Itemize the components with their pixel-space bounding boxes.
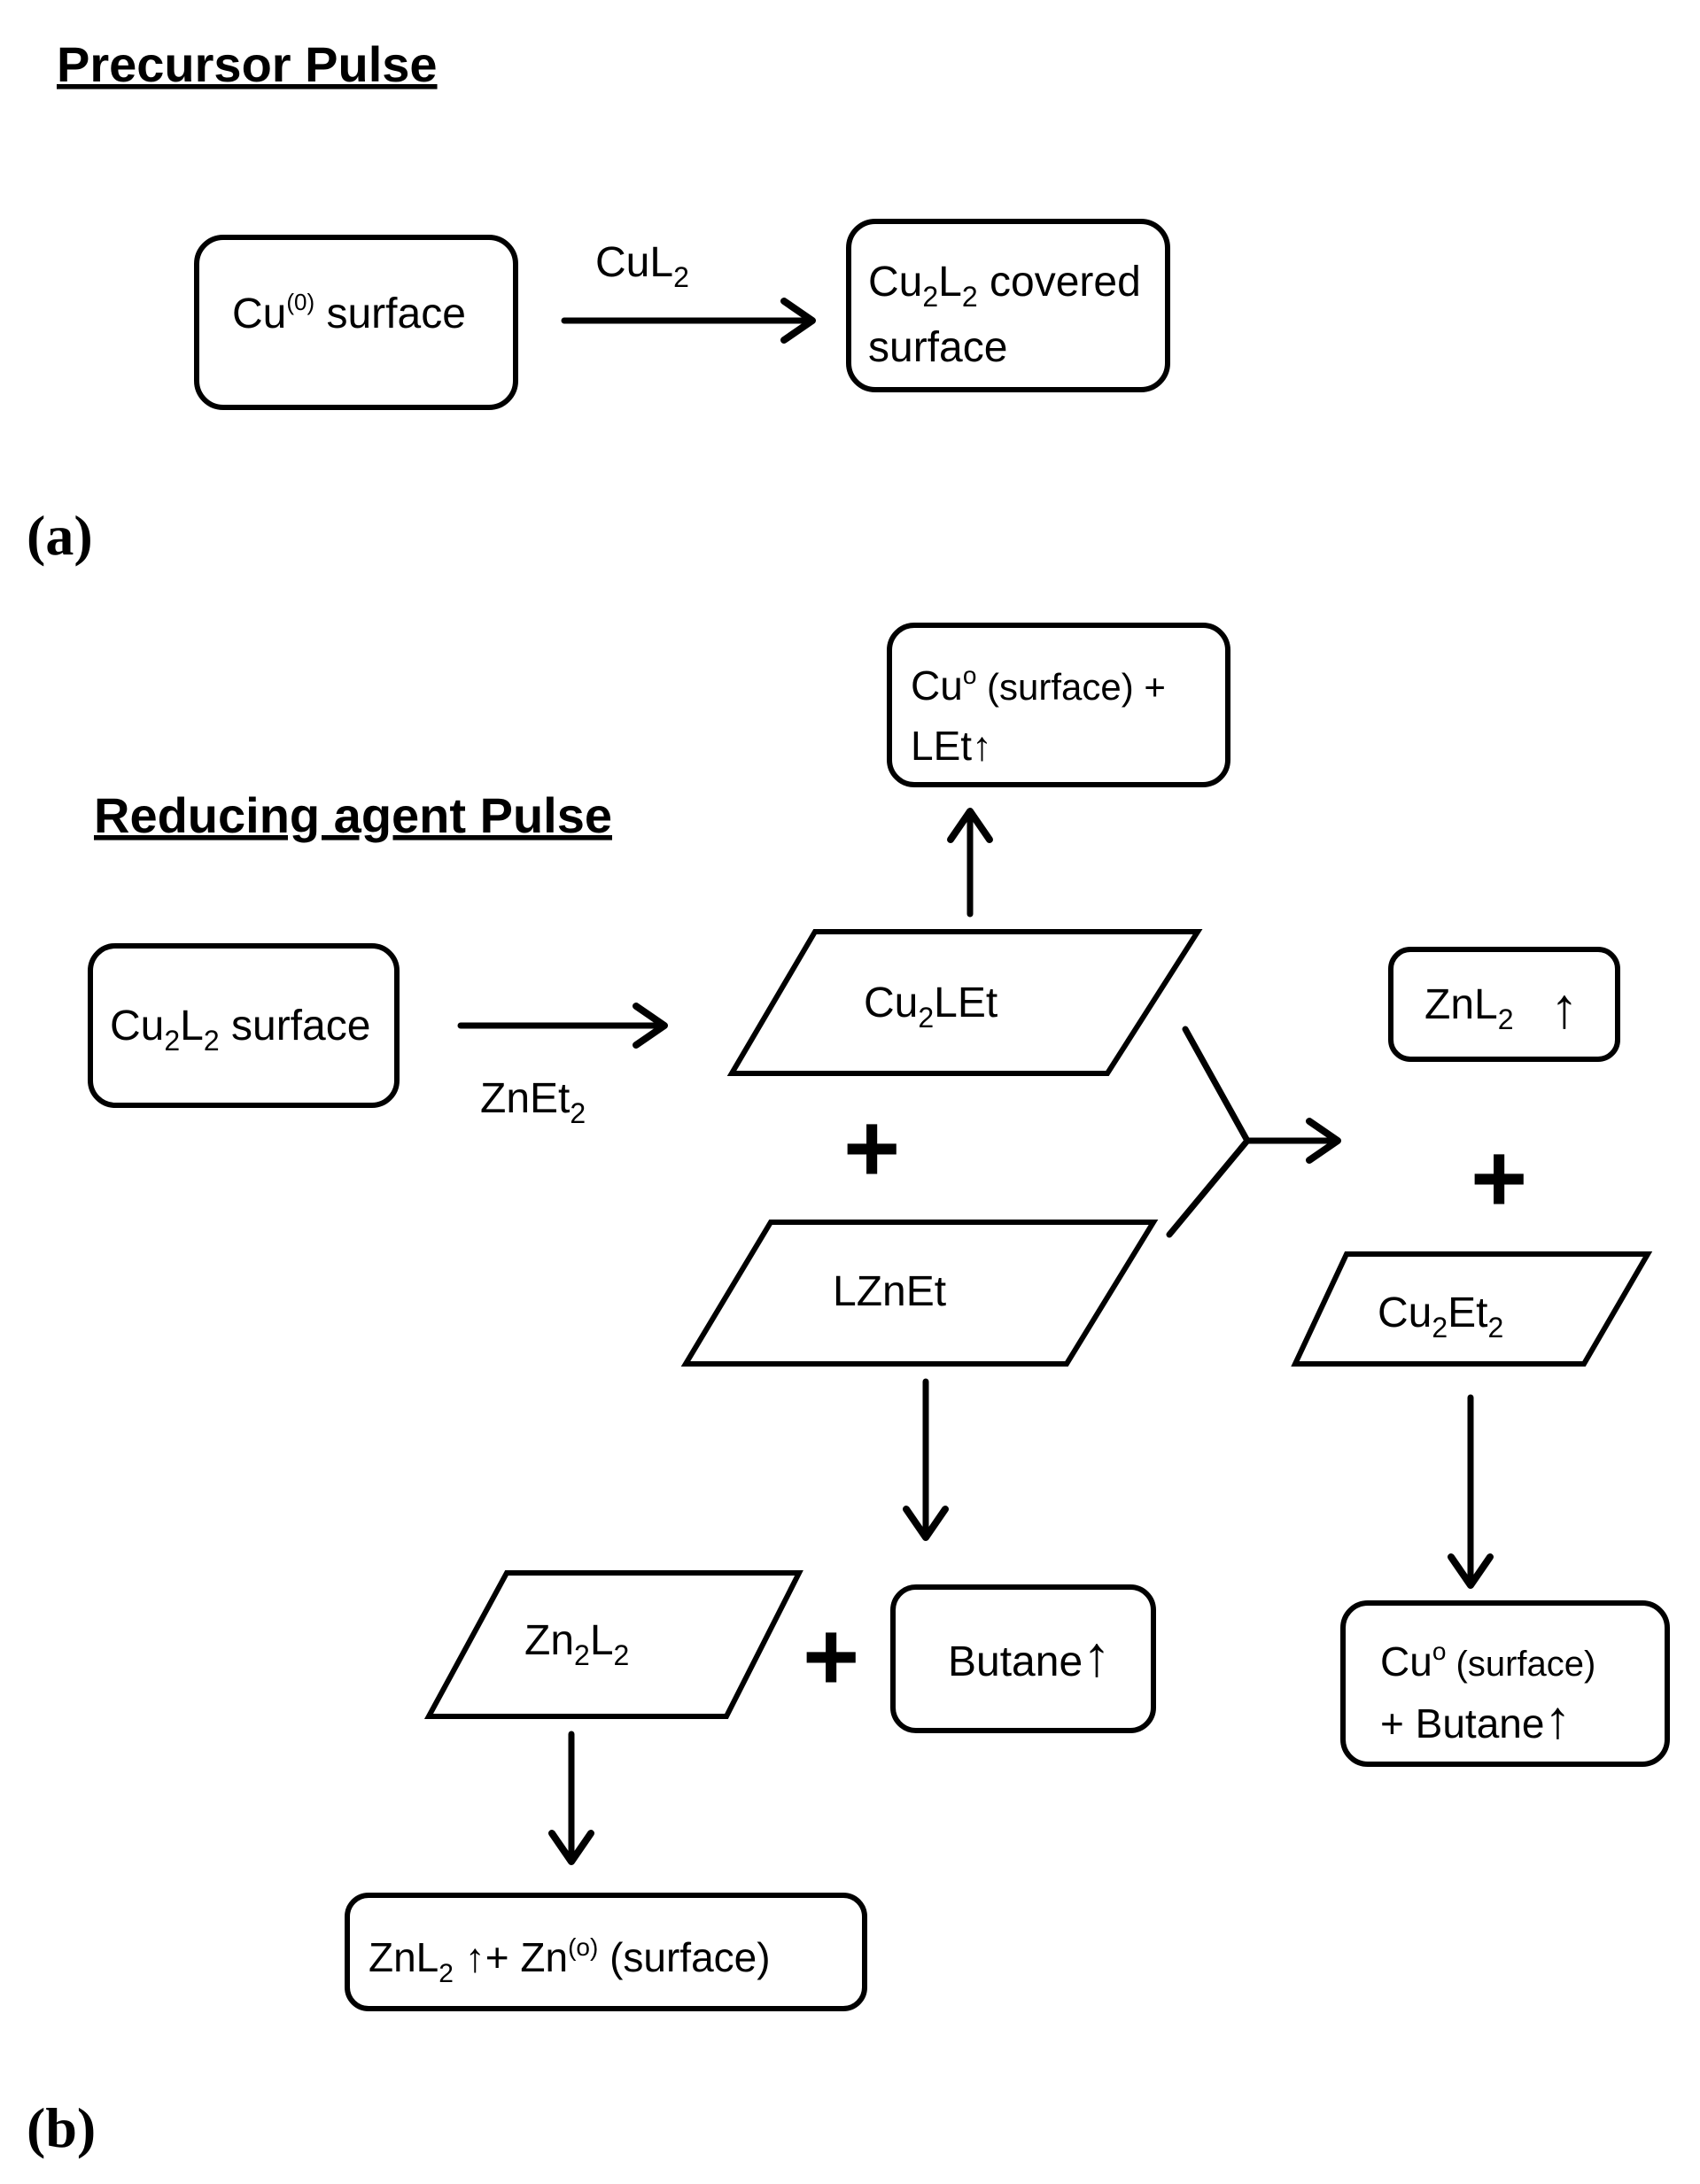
cu0-butane-label: Cuo (surface) xyxy=(1380,1638,1595,1684)
lznet-node: LZnEt xyxy=(680,1220,1159,1367)
up-arrow-icon: ↑ xyxy=(1544,1690,1571,1749)
cu2let-to-cu0-arrow xyxy=(947,808,993,918)
plus-sign-2: + xyxy=(1471,1124,1527,1233)
cu0-butane-label-line2: + Butane↑ xyxy=(1380,1690,1571,1749)
cul2-arrow-label: CuL2 xyxy=(595,239,689,293)
cu2l2-covered-label-line2: surface xyxy=(868,324,1007,371)
up-arrow-icon: ↑ xyxy=(972,723,992,769)
cu0-let-node: Cuo (surface) + LEt↑ xyxy=(887,623,1230,787)
cu2let-node: Cu2LEt xyxy=(726,929,1203,1076)
butane-label: Butane↑ xyxy=(948,1624,1111,1688)
up-arrow-icon: ↑ xyxy=(465,1934,485,1980)
cu0-surface-node: Cu(0) surface xyxy=(194,235,518,410)
cu2et2-label: Cu2Et2 xyxy=(1378,1289,1503,1344)
plus-sign-1: + xyxy=(843,1094,900,1203)
cu2et2-to-cu0-butane-arrow xyxy=(1448,1394,1494,1589)
up-arrow-icon: ↑ xyxy=(1083,1624,1111,1688)
combine-arrow xyxy=(1166,1026,1341,1238)
precursor-arrow xyxy=(561,298,816,344)
znet2-arrow-label: ZnEt2 xyxy=(480,1075,586,1129)
cu0-let-label: Cuo (surface) + xyxy=(911,662,1166,709)
panel-a-label: (a) xyxy=(27,504,93,567)
lznet-label: LZnEt xyxy=(833,1268,946,1315)
zn2l2-node: Zn2L2 xyxy=(423,1570,803,1719)
precursor-pulse-heading: Precursor Pulse xyxy=(57,36,438,92)
znet2-arrow xyxy=(457,1003,668,1049)
znl2-up-node: ZnL2 ↑ xyxy=(1388,947,1620,1062)
zn2l2-to-products-arrow xyxy=(548,1731,594,1865)
cu2l2-covered-label: Cu2L2 covered xyxy=(868,259,1141,313)
up-arrow-icon: ↑ xyxy=(1550,976,1579,1040)
panel-b-label: (b) xyxy=(27,2096,96,2159)
cu2et2-node: Cu2Et2 xyxy=(1291,1251,1653,1367)
plus-sign-3: + xyxy=(803,1602,859,1711)
znl2-up-label: ZnL2 xyxy=(1424,981,1514,1035)
reducing-agent-pulse-heading: Reducing agent Pulse xyxy=(94,787,612,843)
butane-node: Butane↑ xyxy=(890,1584,1156,1733)
lznet-to-products-arrow xyxy=(903,1378,949,1541)
zn2l2-label: Zn2L2 xyxy=(524,1617,629,1671)
cu2l2-surface-node: Cu2L2 surface xyxy=(88,943,400,1108)
cu0-butane-node: Cuo (surface) + Butane↑ xyxy=(1340,1600,1670,1767)
cu2let-label: Cu2LEt xyxy=(864,980,997,1034)
znl2-zn0-label: ZnL2 ↑+ Zn(o) (surface) xyxy=(369,1933,771,1988)
cu0-let-label-line2: LEt↑ xyxy=(911,723,992,769)
cu2l2-surface-label: Cu2L2 surface xyxy=(110,1003,370,1057)
cu2l2-covered-surface-node: Cu2L2 covered surface xyxy=(846,219,1170,392)
znl2-zn0-surface-node: ZnL2 ↑+ Zn(o) (surface) xyxy=(345,1893,867,2011)
cu0-surface-label: Cu(0) surface xyxy=(232,289,466,337)
